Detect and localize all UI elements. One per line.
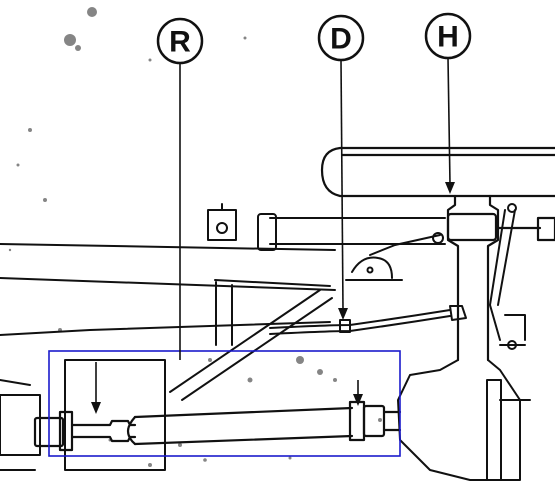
support-strut — [169, 281, 333, 401]
brake-valve — [345, 232, 444, 281]
highlight-box — [48, 350, 401, 457]
brake-cable — [269, 203, 517, 341]
leader-arrow-icon — [91, 362, 363, 414]
scan-speckle — [8, 7, 382, 467]
callout-r-label: R — [169, 26, 191, 59]
drive-shaft — [33, 400, 402, 452]
callout-d-label: D — [330, 23, 352, 56]
upper-crossmember — [207, 203, 446, 251]
callout-r-icon: R — [156, 17, 204, 360]
frame-rails — [0, 243, 336, 336]
callout-h-label: H — [437, 21, 459, 54]
callout-h-icon: H — [424, 12, 472, 194]
differential-carrier — [397, 314, 531, 481]
transmission-case — [0, 359, 166, 471]
callout-d-icon: D — [317, 14, 365, 320]
axle-housing — [320, 146, 555, 362]
